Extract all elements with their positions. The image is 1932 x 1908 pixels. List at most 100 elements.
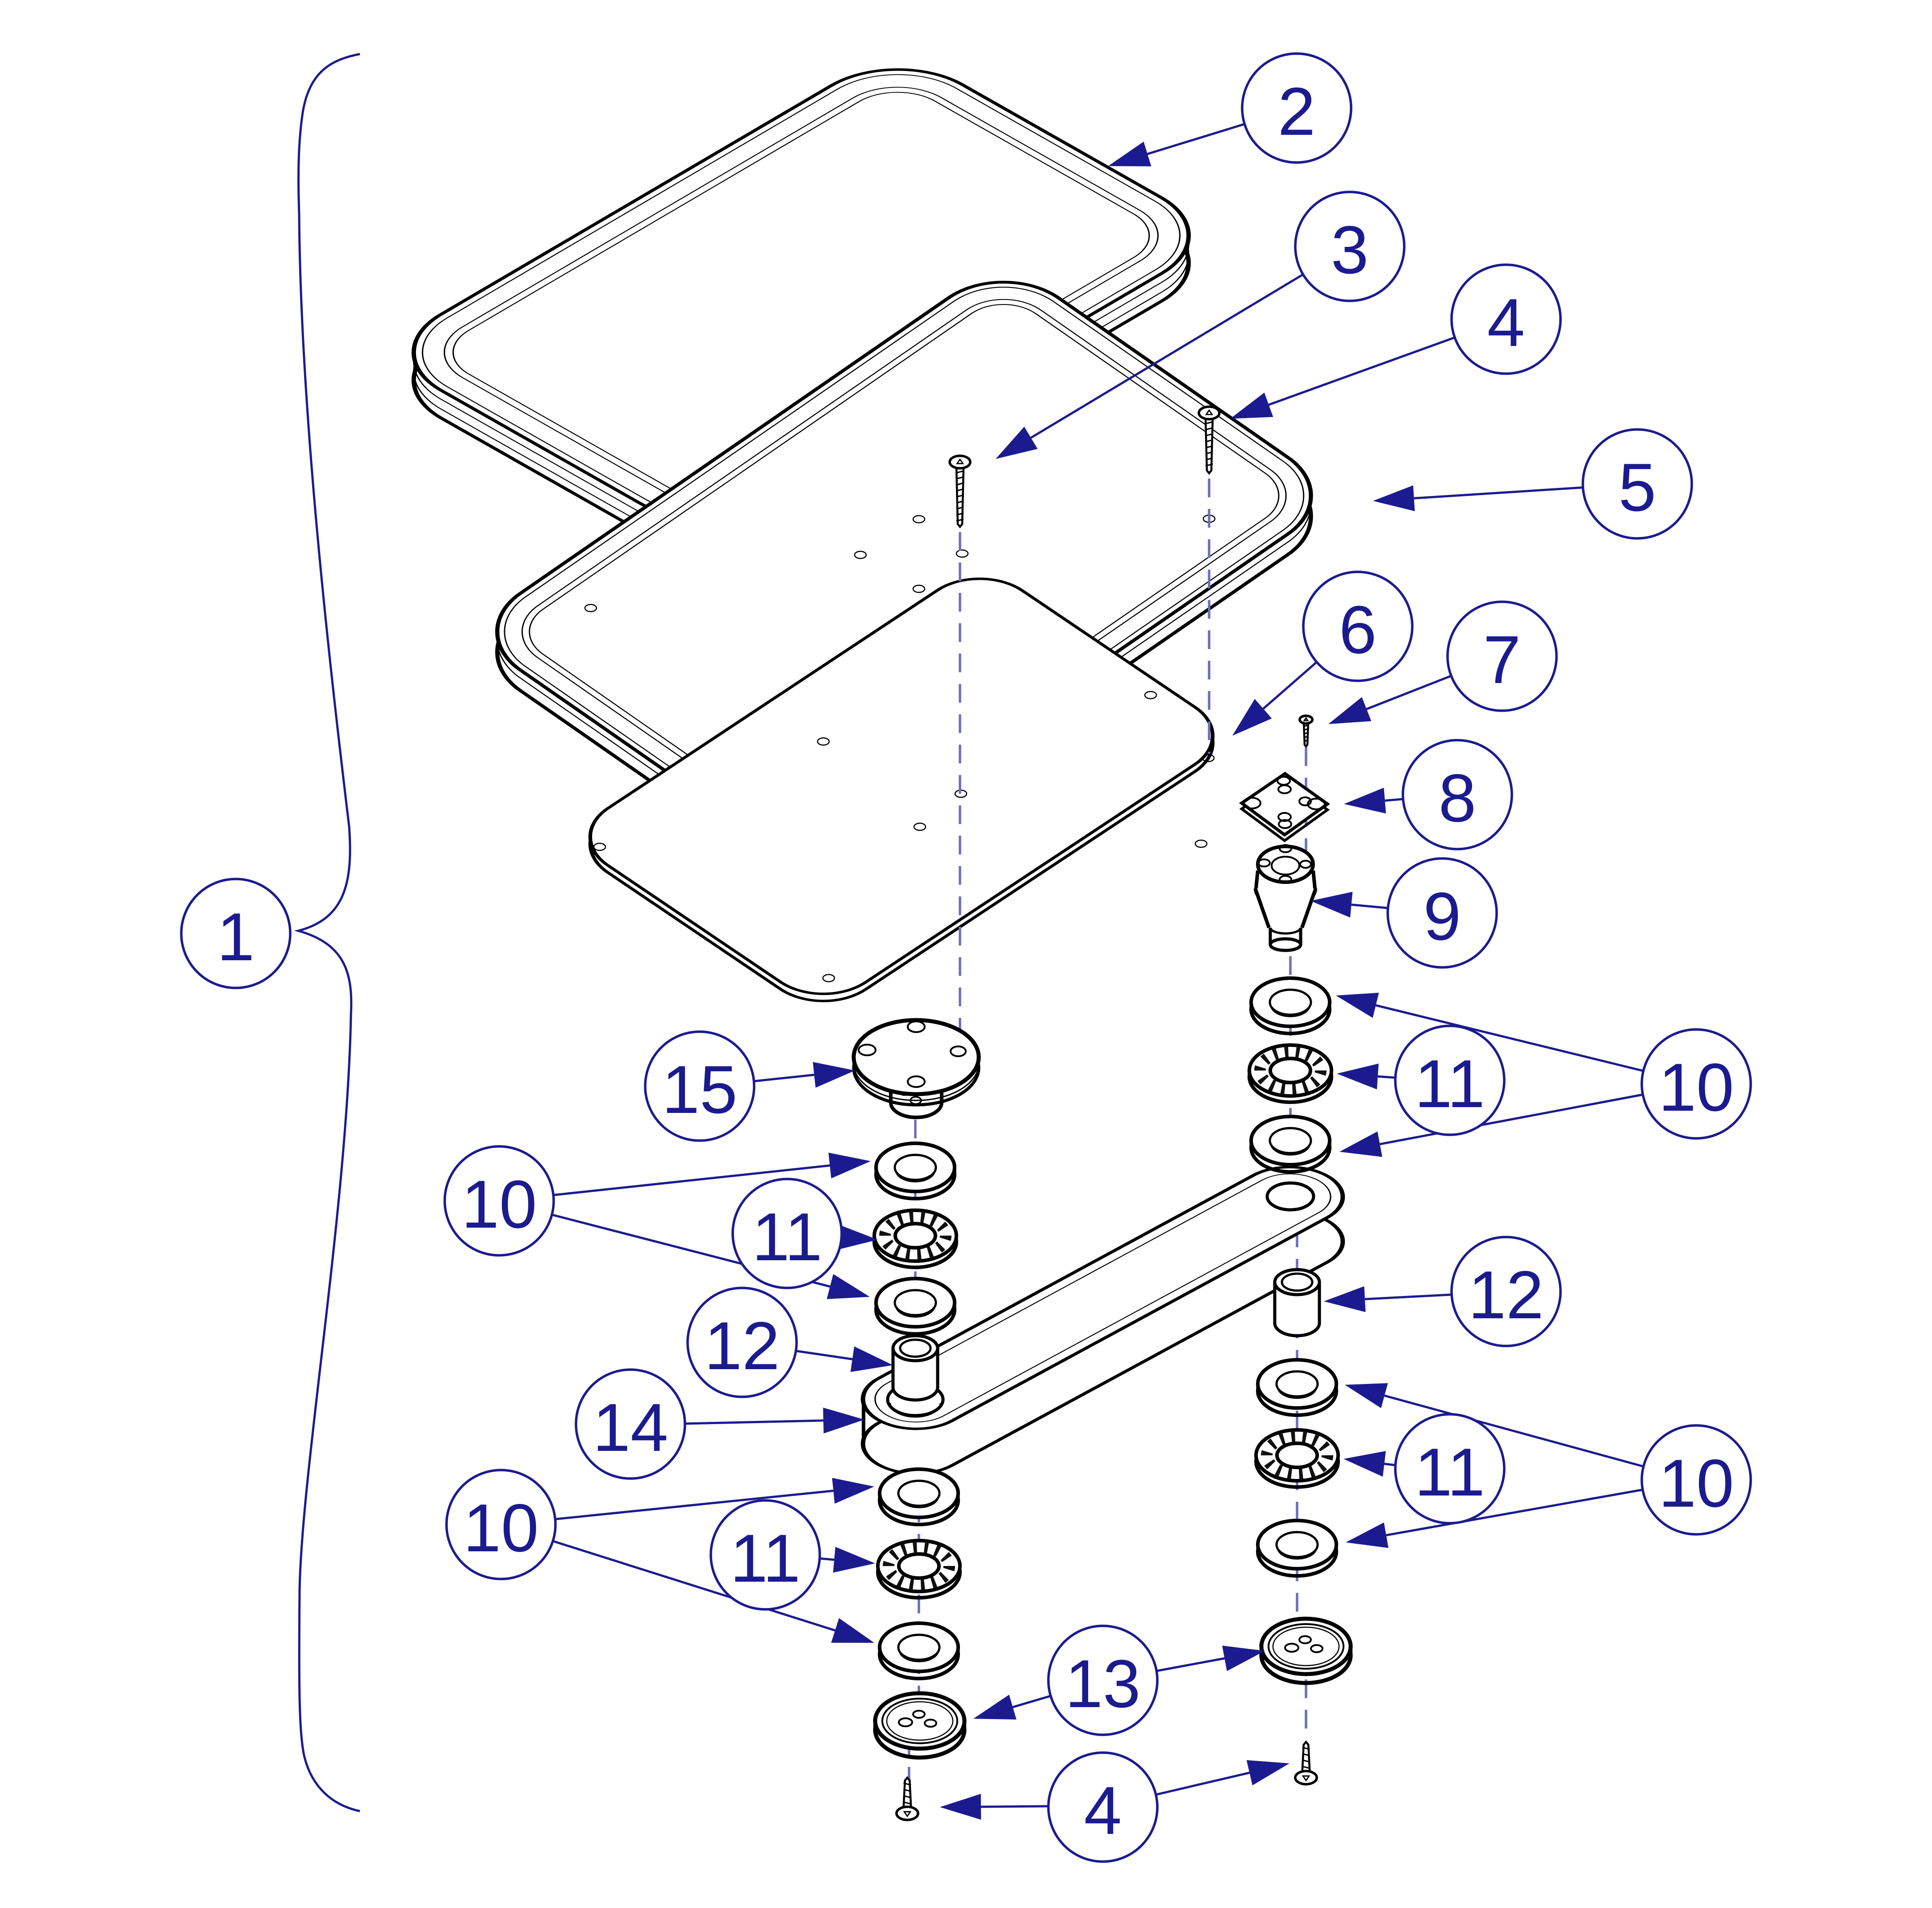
leader-10-right-upper-a [1336,992,1644,1072]
callout-9: 9 [1386,857,1498,969]
screw-4-bottom-right [1294,1740,1318,1786]
callout-3: 3 [1294,191,1406,302]
leader-11-right-upper [1337,1063,1396,1090]
callout-6: 6 [1302,571,1414,682]
callout-3-number: 3 [1331,212,1369,288]
surface-screw-holes [584,514,1216,983]
leader-10-left-lower-b [552,1540,874,1643]
callout-11-right-upper: 11 [1394,1025,1506,1136]
mount-plate-6-top-face [588,577,1215,995]
cap-13-left [873,1691,967,1760]
callout-13: 13 [1047,1625,1159,1736]
leader-2-arrowhead [1108,142,1152,167]
leader-2 [1108,123,1245,167]
callout-11-right-lower-number: 11 [1415,1434,1485,1510]
assembly-brace-1 [294,53,360,1812]
callout-7-number: 7 [1483,622,1521,698]
leader-10-left-lower-b-arrowhead [831,1618,874,1643]
leader-7 [1328,675,1452,724]
leader-12-left-arrowhead [850,1346,893,1372]
bushing-12-right [1273,1268,1321,1337]
leader-10-left-upper-a [553,1152,871,1196]
callout-10-left-lower-number: 10 [463,1490,538,1566]
leader-11-right-upper-arrowhead [1337,1063,1379,1090]
leader-6 [1232,661,1318,736]
leader-10-right-lower-b [1346,1488,1643,1548]
callout-11-left-lower-number: 11 [730,1521,801,1596]
leader-12-right [1324,1286,1452,1312]
washer-10-right-a [1249,976,1331,1035]
screw-7 [1298,714,1314,748]
leader-11-right-lower [1344,1451,1396,1477]
callout-10-right-upper: 10 [1640,1028,1752,1140]
leader-10-right-upper-b [1339,1093,1643,1157]
leader-15-arrowhead [813,1062,855,1088]
mount-plate-6 [588,577,1215,1002]
callout-15: 15 [644,1030,755,1142]
bearing-11-right-lower [1254,1428,1340,1489]
leader-10-right-lower-b-arrowhead [1346,1522,1389,1548]
leader-10-right-lower-a [1345,1383,1644,1468]
leader-10-right-upper-b-arrowhead [1339,1131,1382,1157]
callout-7: 7 [1446,600,1558,712]
leader-13-right-arrowhead [1222,1646,1265,1671]
leader-13-left-arrowhead [973,1695,1017,1720]
callout-10-right-lower: 10 [1640,1424,1752,1536]
callout-1-number: 1 [217,899,255,975]
callout-12-right: 12 [1450,1236,1562,1347]
leader-10-left-upper-b-arrowhead [826,1274,870,1300]
adapter-plate-8 [1239,771,1331,842]
leader-9 [1310,892,1388,918]
leader-8-arrowhead [1344,787,1386,814]
swivel-arm-14 [860,1166,1345,1475]
callout-10-left-lower: 10 [445,1469,557,1580]
callout-5-number: 5 [1619,450,1657,525]
leader-10-right-lower-a-arrowhead [1345,1383,1388,1408]
leader-4-top [1230,336,1455,419]
leader-10-left-lower-a [555,1478,874,1521]
callout-4-top: 4 [1450,263,1562,375]
washer-10-left-c [878,1467,960,1526]
callout-1: 1 [180,878,292,989]
callout-11-left-upper: 11 [731,1178,843,1289]
callout-4-bottom: 4 [1047,1751,1159,1863]
callout-11-left-upper-number: 11 [752,1199,822,1275]
callout-4-bottom-number: 4 [1084,1773,1122,1849]
leader-8 [1344,787,1403,814]
callout-14-number: 14 [593,1390,668,1466]
callout-10-right-upper-number: 10 [1658,1050,1734,1125]
leader-11-left-lower [819,1546,875,1573]
callout-4-top-number: 4 [1487,285,1525,361]
leader-6-arrowhead [1232,699,1272,736]
callout-2-number: 2 [1278,74,1316,150]
callout-14: 14 [575,1368,686,1480]
screw-3 [948,454,972,529]
callout-10-left-upper: 10 [443,1145,555,1257]
leader-13-right [1156,1646,1265,1672]
leader-4-top-arrowhead [1230,392,1273,419]
leader-3-arrowhead [996,426,1038,459]
callout-11-left-lower: 11 [709,1499,821,1611]
leader-4-bottom-left [940,1794,1049,1820]
tray-shelf-5 [495,280,1313,867]
leader-11-left-lower-arrowhead [833,1546,875,1573]
leader-4-bottom-right-arrowhead [1246,1760,1289,1786]
washer-10-right-d [1256,1519,1338,1578]
layer-trays [411,68,1313,1002]
leader-5-arrowhead [1373,485,1415,512]
pivot-knob-9 [1254,844,1317,952]
washer-10-left-b [874,1277,956,1336]
callout-6-number: 6 [1339,592,1377,668]
callout-9-number: 9 [1423,879,1461,954]
leader-5 [1373,485,1583,512]
leader-10-left-lower-a-arrowhead [832,1478,874,1504]
leader-14-arrowhead [823,1408,864,1434]
leader-10-right-upper-a-arrowhead [1336,992,1379,1018]
callout-12-left: 12 [686,1287,798,1398]
leader-12-left [795,1346,893,1372]
washer-10-left-d [878,1621,960,1680]
callout-12-left-number: 12 [704,1308,780,1384]
callout-12-right-number: 12 [1468,1257,1544,1333]
